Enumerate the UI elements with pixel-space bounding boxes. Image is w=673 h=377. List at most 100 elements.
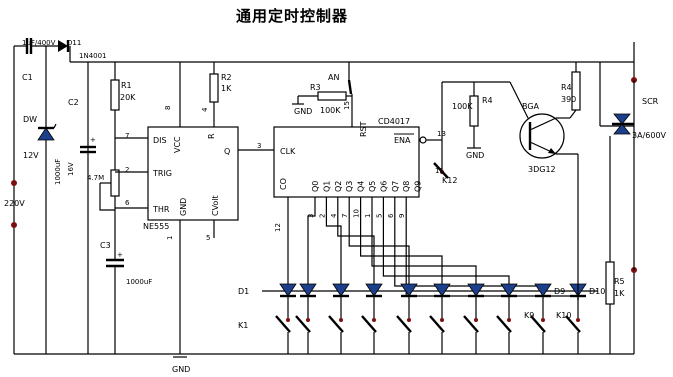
r1-ref: R1 xyxy=(121,81,132,90)
led-diode-9 xyxy=(534,283,552,297)
switch-contact xyxy=(339,318,343,322)
channel-switch-10[interactable] xyxy=(565,315,581,333)
k10-ref: K10 xyxy=(556,311,571,320)
ne555-pin-vcc: VCC xyxy=(173,136,182,153)
led-diode-8 xyxy=(500,283,518,297)
r100k-ref: R4 xyxy=(482,96,493,105)
r3-gnd: GND xyxy=(294,107,312,116)
cd4017-pin-rst: RST xyxy=(359,121,368,137)
led-diode-4 xyxy=(365,283,383,297)
zener-dw: DW 12V xyxy=(23,115,57,160)
cd4017-ref: CD4017 xyxy=(378,117,410,126)
cd4017-output-q7: Q7 xyxy=(391,181,400,192)
channel-wire-8 xyxy=(394,197,544,287)
switch-contact xyxy=(576,318,580,322)
supply-terminal-bottom xyxy=(11,222,17,228)
switch-contact xyxy=(474,318,478,322)
svg-text:4: 4 xyxy=(201,107,209,112)
ne555-chip: DIS VCC R Q TRIG THR GND CVolt NE555 xyxy=(115,62,274,354)
q-pin-number: 2 xyxy=(318,214,326,218)
ne555-pin-q: Q xyxy=(224,147,230,156)
resistor-r2: R2 1K xyxy=(209,62,232,110)
cd4017-output-q2: Q2 xyxy=(334,181,343,192)
channel-switch-5[interactable] xyxy=(396,315,412,333)
r100k-gnd: GND xyxy=(466,151,484,160)
svg-text:+: + xyxy=(90,136,96,144)
dw-value: 12V xyxy=(23,151,39,160)
q-pin-number: 4 xyxy=(330,213,338,218)
channel-switch-7[interactable] xyxy=(463,315,479,333)
gnd-label: GND xyxy=(172,365,190,374)
cd4017-output-q0: Q0 xyxy=(311,181,320,192)
switch-contact xyxy=(372,318,376,322)
rp-value: 4.7M xyxy=(87,174,104,182)
cd4017-output-q1: Q1 xyxy=(322,181,331,192)
supply-label: 220V xyxy=(4,199,25,208)
scr-value: 3A/600V xyxy=(632,131,667,140)
svg-text:11: 11 xyxy=(435,167,444,175)
supply-terminal-top xyxy=(11,180,17,186)
cd4017-pin-co: CO xyxy=(279,178,288,190)
c3-ref: C3 xyxy=(100,241,111,250)
channel-switch-8[interactable] xyxy=(496,315,512,333)
c2-value: 1000uF xyxy=(54,159,62,185)
switch-contact xyxy=(507,318,511,322)
d11-value: 1N4001 xyxy=(79,52,107,60)
ne555-pin-trig: TRIG xyxy=(152,169,172,178)
channel-wire-3 xyxy=(337,197,375,284)
d11-ref: D11 xyxy=(67,39,81,47)
svg-text:3: 3 xyxy=(257,142,261,150)
bga-ref: BGA xyxy=(522,102,540,111)
resistor-r1: R1 20K xyxy=(110,62,136,138)
switch-contact xyxy=(440,318,444,322)
channel-switch-4[interactable] xyxy=(361,315,377,333)
resistor-r3: R3 100K GND xyxy=(292,83,352,116)
channel-wire-1 xyxy=(307,197,316,284)
r3-value: 100K xyxy=(320,106,341,115)
switch-k12: K12 xyxy=(433,162,457,185)
c1-ref: C1 xyxy=(22,73,33,82)
channel-wire-4 xyxy=(348,197,410,284)
d10-ref: D10 xyxy=(589,287,605,296)
channel-switch-9[interactable] xyxy=(530,315,546,333)
cd4017-output-q6: Q6 xyxy=(379,181,388,192)
transistor-bga: BGA 3DG12 xyxy=(519,102,579,300)
r1-value: 20K xyxy=(120,93,136,102)
channel-switch-6[interactable] xyxy=(429,315,445,333)
svg-text:12: 12 xyxy=(274,223,282,232)
reset-switch-an: AN xyxy=(328,62,353,127)
svg-text:7: 7 xyxy=(125,132,129,140)
cd4017-output-q3: Q3 xyxy=(345,181,354,192)
channel-switch-3[interactable] xyxy=(328,315,344,333)
ne555-pin-cvolt: CVolt xyxy=(211,195,220,216)
svg-text:15: 15 xyxy=(343,101,351,110)
ne555-pin-numbers: 8 4 7 3 2 6 1 5 xyxy=(125,106,261,242)
ground-symbol: GND xyxy=(172,356,190,374)
svg-text:5: 5 xyxy=(206,234,210,242)
q-pin-number: 9 xyxy=(398,214,406,218)
q-pin-number: 6 xyxy=(387,213,395,218)
c1-value: 1uF/400V xyxy=(22,39,56,47)
ne555-pin-dis: DIS xyxy=(153,136,167,145)
cd4017-pin-clk: CLK xyxy=(280,147,296,156)
dw-ref: DW xyxy=(23,115,37,124)
q-pin-number: 1 xyxy=(364,214,372,218)
ne555-ref: NE555 xyxy=(143,222,169,231)
k9-ref: K9 xyxy=(524,311,534,320)
diagram-title: 通用定时控制器 xyxy=(236,7,348,25)
cd4017-output-q4: Q4 xyxy=(357,181,366,192)
channel-wire-5 xyxy=(360,197,443,284)
switch-contact xyxy=(286,318,290,322)
switch-contact xyxy=(306,318,310,322)
scr-ref: SCR xyxy=(642,97,659,106)
svg-text:1: 1 xyxy=(166,236,174,240)
q-pin-number: 7 xyxy=(341,214,349,218)
channel-switch-2[interactable] xyxy=(295,315,311,333)
r3-ref: R3 xyxy=(310,83,321,92)
r5-value: 1K xyxy=(614,289,625,298)
capacitor-c1: 1uF/400V C1 xyxy=(22,38,56,82)
ne555-pin-r: R xyxy=(207,133,216,139)
channel-switch-1[interactable] xyxy=(275,315,291,333)
an-ref: AN xyxy=(328,73,339,82)
